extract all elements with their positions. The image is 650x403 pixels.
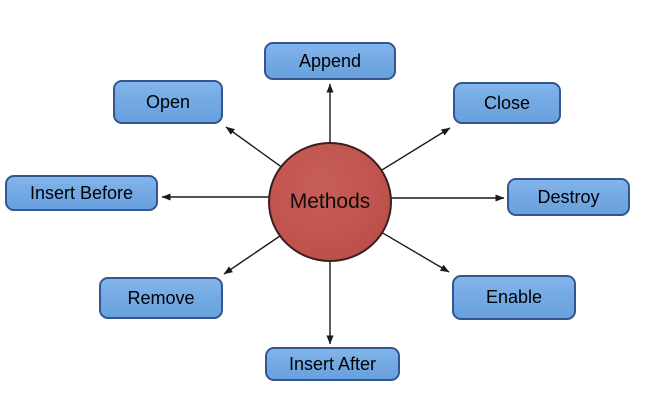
node-close-label: Close xyxy=(483,92,531,113)
node-destroy-label: Destroy xyxy=(537,186,600,207)
node-destroy: Destroy xyxy=(507,178,630,216)
node-append: Append xyxy=(264,42,396,80)
node-insert-after: Insert After xyxy=(265,347,400,381)
node-insert-before: Insert Before xyxy=(5,175,158,211)
node-enable-label: Enable xyxy=(485,287,543,307)
node-enable: Enable xyxy=(452,275,576,320)
node-open: Open xyxy=(113,80,223,124)
node-open-label: Open xyxy=(145,91,191,112)
methods-center-node: Methods xyxy=(268,142,392,262)
node-close: Close xyxy=(453,82,561,124)
node-insert-before-label: Insert Before xyxy=(29,182,134,203)
node-remove-label: Remove xyxy=(127,287,195,308)
node-append-label: Append xyxy=(298,50,362,71)
center-node-label: Methods xyxy=(289,190,371,213)
node-insert-after-label: Insert After xyxy=(288,353,377,374)
node-remove: Remove xyxy=(99,277,223,319)
